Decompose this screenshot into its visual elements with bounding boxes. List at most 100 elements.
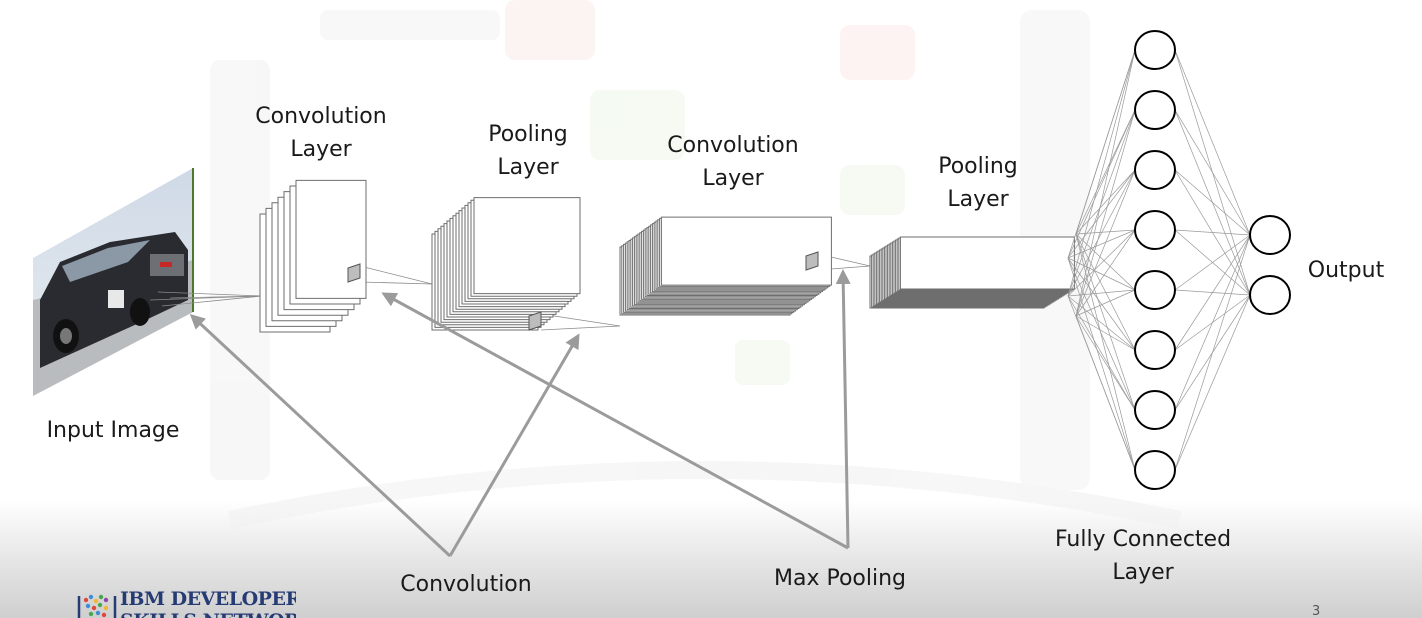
pool1-label-line2: Layer — [497, 155, 559, 180]
hidden-node — [1134, 90, 1176, 130]
conv1-to-pool1-line — [359, 265, 433, 285]
fc-input-edge — [1067, 295, 1136, 471]
conv1-field-box — [347, 263, 361, 283]
fc-output-edge — [1174, 229, 1251, 236]
input-image-label: Input Image — [46, 418, 180, 443]
input-to-conv1-line — [157, 291, 263, 297]
fc-input-edge — [1075, 289, 1136, 317]
fc-input-edge — [1067, 289, 1136, 297]
fully-connected-label-line2: Layer — [1112, 560, 1174, 585]
fc-input-edge — [1075, 169, 1136, 235]
fc-output-edge — [1174, 234, 1251, 471]
conv2-label-line1: Convolution — [667, 133, 799, 158]
hidden-node — [1134, 30, 1176, 70]
conv1-label-line1: Convolution — [255, 104, 387, 129]
convolution-label: Convolution — [400, 572, 532, 597]
hidden-node — [1134, 450, 1176, 490]
conv1-stack — [259, 179, 367, 333]
conv2-field-box — [805, 251, 819, 271]
pool1-field-box — [528, 311, 542, 331]
slide-number: 3 — [1312, 604, 1321, 618]
ibm-developer-logo: IBM DEVELOPER SKILLS NETWORK — [76, 586, 296, 618]
convolution-arrow-2 — [448, 333, 580, 557]
fc-input-edge — [1075, 233, 1136, 471]
fc-input-edge — [1075, 233, 1136, 291]
fc-input-edge — [1075, 109, 1136, 235]
logo-mark-icon — [77, 594, 117, 618]
max-pooling-arrow-2 — [835, 269, 851, 549]
fc-input-edge — [1067, 49, 1136, 297]
pool1-to-conv2-line — [540, 313, 621, 327]
fully-connected-label-line1: Fully Connected — [1054, 527, 1232, 552]
fc-input-edge — [1075, 49, 1136, 317]
fc-input-edge — [1067, 257, 1136, 471]
fc-input-edge — [1067, 257, 1136, 411]
convolution-arrow-1 — [189, 313, 452, 558]
pool1-to-conv2-line — [540, 325, 621, 331]
logo-line2: SKILLS NETWORK — [120, 610, 296, 618]
fc-input-edge — [1075, 109, 1136, 317]
hidden-node — [1134, 390, 1176, 430]
pool2-stack — [869, 236, 1075, 309]
fc-input-edge — [1075, 169, 1136, 317]
pool2-label: Pooling Layer — [918, 150, 1038, 216]
max-pooling-label: Max Pooling — [773, 566, 906, 591]
fc-input-edge — [1075, 315, 1136, 351]
fc-input-edge — [1067, 295, 1136, 411]
output-node — [1249, 275, 1291, 315]
input-to-conv1-line — [161, 295, 263, 307]
pool1-label: Pooling Layer — [468, 118, 588, 184]
layer-stacks — [259, 179, 1075, 333]
output-node — [1249, 215, 1291, 255]
output-label: Output — [1307, 258, 1385, 283]
logo-line1: IBM DEVELOPER — [120, 588, 296, 610]
fc-input-edge — [1067, 257, 1136, 291]
fc-output-edge — [1174, 169, 1251, 236]
fc-input-edge — [1075, 233, 1136, 351]
fc-output-edge — [1174, 234, 1251, 351]
fc-output-edge — [1174, 294, 1251, 471]
fc-input-edge — [1067, 169, 1136, 297]
input-to-conv1-line — [169, 295, 263, 299]
conv1-to-pool1 — [359, 265, 433, 285]
input-to-conv1 — [149, 291, 263, 307]
fc-output-edge — [1174, 49, 1251, 236]
hidden-node — [1134, 270, 1176, 310]
hidden-node — [1134, 330, 1176, 370]
conv2-stack-sheet — [660, 216, 832, 286]
fc-input-edge — [1067, 229, 1136, 297]
conv1-to-pool1-line — [359, 281, 433, 285]
pool2-label-line1: Pooling — [938, 154, 1018, 179]
fc-output-edge — [1174, 109, 1251, 236]
hidden-node — [1134, 210, 1176, 250]
fc-input-edge — [1075, 315, 1136, 411]
fc-output-edge — [1174, 234, 1251, 291]
fc-edges — [1067, 49, 1251, 471]
conv2-label-line2: Layer — [702, 166, 764, 191]
pool1-to-conv2 — [540, 313, 621, 331]
pool2-stack-sheet — [899, 236, 1075, 290]
conv1-label-line2: Layer — [290, 137, 352, 162]
fc-input-edge — [1067, 109, 1136, 297]
conv1-label: Convolution Layer — [250, 100, 392, 166]
fully-connected-network — [1067, 30, 1291, 490]
fc-input-edge — [1067, 229, 1136, 259]
conv2-label: Convolution Layer — [662, 129, 804, 195]
logo-text: IBM DEVELOPER SKILLS NETWORK — [120, 588, 296, 618]
fc-output-edge — [1174, 234, 1251, 411]
hidden-node — [1134, 150, 1176, 190]
conv2-stack — [619, 216, 832, 316]
pool1-label-line1: Pooling — [488, 122, 568, 147]
pool1-stack — [431, 197, 581, 331]
conv1-stack-sheet — [295, 179, 367, 299]
pool2-label-line2: Layer — [947, 187, 1009, 212]
fc-input-edge — [1075, 229, 1136, 235]
fc-input-edge — [1067, 295, 1136, 351]
fc-input-edge — [1075, 233, 1136, 411]
pool1-stack-sheet — [473, 197, 581, 295]
fc-input-edge — [1067, 49, 1136, 259]
annotation-arrows — [189, 269, 851, 558]
fc-input-edge — [1067, 109, 1136, 259]
